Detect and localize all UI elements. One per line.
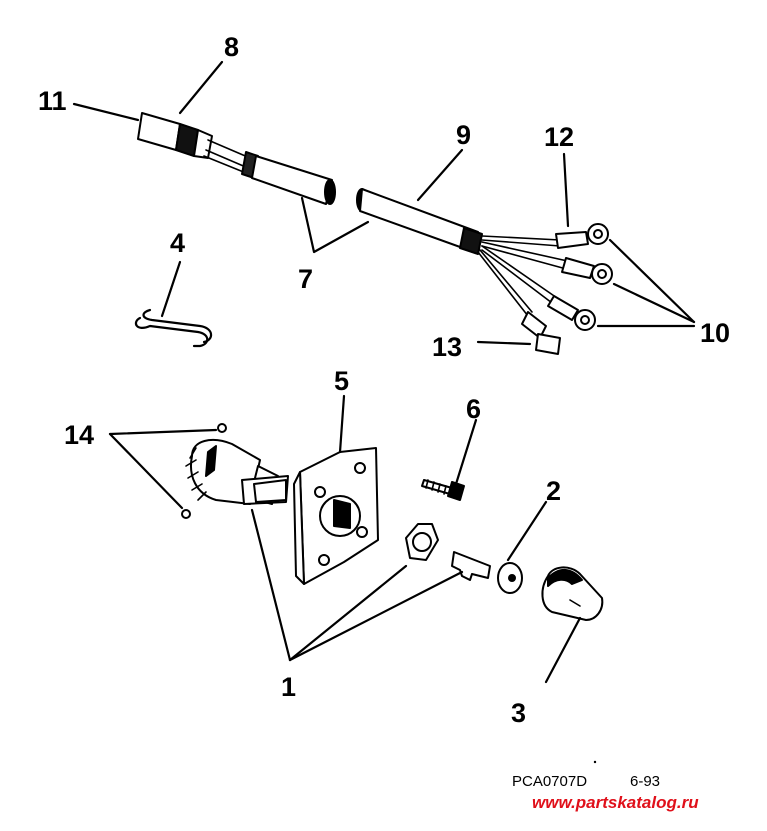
- diagram-code: PCA0707D: [512, 773, 587, 790]
- watermark-url: www.partskatalog.ru: [532, 793, 699, 812]
- screw-part: [421, 479, 465, 501]
- callout-6: 6: [466, 394, 481, 424]
- wiring-harness-part: [356, 188, 613, 355]
- knob-cap-part: [541, 566, 604, 621]
- diagram-date: 6-93: [630, 773, 660, 790]
- callout-9: 9: [456, 120, 471, 150]
- callout-12: 12: [544, 122, 574, 152]
- callout-8: 8: [224, 32, 239, 62]
- callout-5: 5: [334, 366, 349, 396]
- callout-1: 1: [281, 672, 296, 702]
- dot-mark: [593, 760, 597, 764]
- retainer-clip-part: [134, 308, 213, 348]
- callout-labels: 1 2 3 4 5 6 7 8 9 10 11 12 13 14: [38, 32, 730, 728]
- callout-13: 13: [432, 332, 462, 362]
- callout-3: 3: [511, 698, 526, 728]
- connector-plug-part: [137, 112, 336, 205]
- callout-7: 7: [298, 264, 313, 294]
- ignition-switch-part: [185, 439, 289, 505]
- callout-14: 14: [64, 420, 94, 450]
- mounting-plate-part: [293, 447, 379, 585]
- callout-2: 2: [546, 476, 561, 506]
- callout-10: 10: [700, 318, 730, 348]
- callout-11: 11: [38, 86, 67, 116]
- leader-lines: [72, 60, 696, 684]
- callout-4: 4: [170, 228, 185, 258]
- set-screw-part: [181, 423, 227, 519]
- nut-part: [405, 523, 439, 561]
